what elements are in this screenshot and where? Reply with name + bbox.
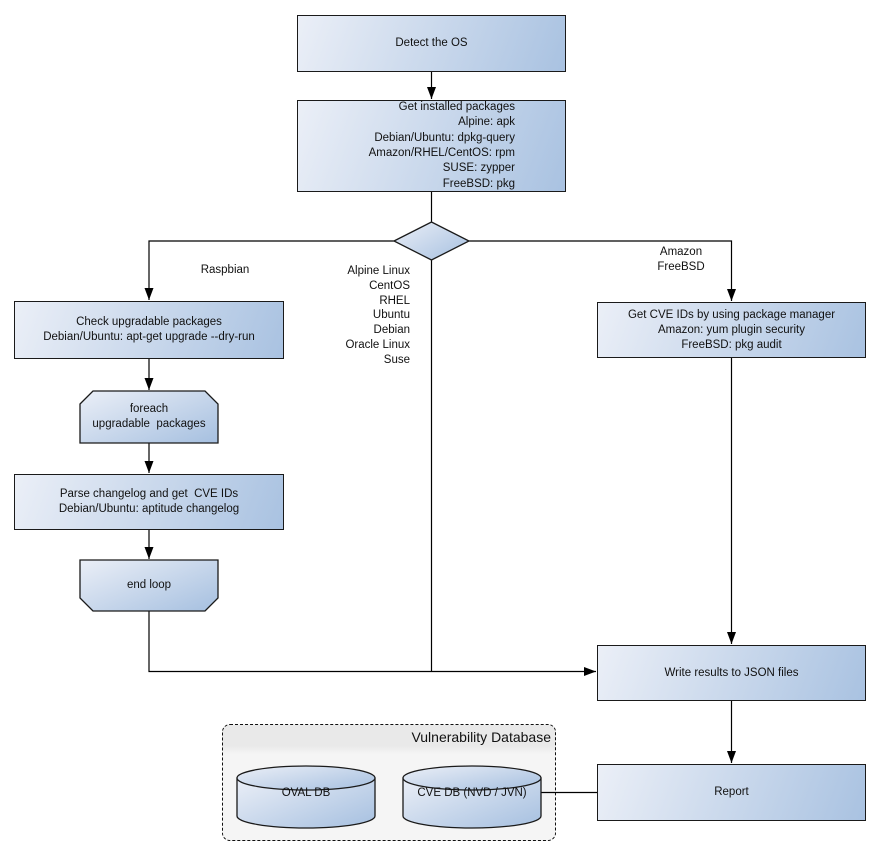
cve-db-cylinder xyxy=(402,765,542,829)
edge-endloop-to-write-results xyxy=(148,611,596,676)
node-get-installed-packages-label: Get installed packages Alpine: apk Debia… xyxy=(368,101,515,190)
node-parse-changelog-label: Parse changelog and get CVE IDs Debian/U… xyxy=(58,488,240,515)
node-write-results-label: Write results to JSON files xyxy=(664,666,799,679)
loop-end-label: end loop xyxy=(126,579,172,591)
edge-decision-to-check-upgradable xyxy=(144,240,394,300)
edge-label-amazon-freebsd: Amazon FreeBSD xyxy=(657,246,705,273)
node-get-installed-packages: Get installed packages Alpine: apk Debia… xyxy=(297,100,566,192)
vulnerability-database-title: Vulnerability Database xyxy=(411,729,551,745)
edge-decision-to-get-cve-ids xyxy=(469,240,736,301)
decision-diamond-shape xyxy=(392,221,471,261)
node-parse-changelog: Parse changelog and get CVE IDs Debian/U… xyxy=(14,474,284,530)
oval-db-cylinder xyxy=(236,765,376,829)
node-get-cve-ids-pkg-manager-label: Get CVE IDs by using package manager Ama… xyxy=(627,308,836,351)
loop-end-shape xyxy=(79,559,219,612)
node-detect-os-label: Detect the OS xyxy=(395,37,468,49)
node-check-upgradable: Check upgradable packages Debian/Ubuntu:… xyxy=(14,301,284,359)
edge-label-direct-os-list: Alpine Linux CentOS RHEL Ubuntu Debian O… xyxy=(345,265,410,366)
loop-start-shape xyxy=(79,390,219,444)
node-detect-os: Detect the OS xyxy=(297,15,566,72)
oval-db-label: OVAL DB xyxy=(281,786,331,799)
node-get-cve-ids-pkg-manager: Get CVE IDs by using package manager Ama… xyxy=(597,302,866,358)
node-report-label: Report xyxy=(714,786,749,798)
edge-label-raspbian: Raspbian xyxy=(200,264,250,276)
node-write-results: Write results to JSON files xyxy=(597,645,866,701)
cve-db-label: CVE DB (NVD / JVN) xyxy=(417,786,527,799)
node-check-upgradable-label: Check upgradable packages Debian/Ubuntu:… xyxy=(43,316,255,343)
node-report: Report xyxy=(597,764,866,821)
loop-start-label: foreach upgradable packages xyxy=(92,403,206,430)
